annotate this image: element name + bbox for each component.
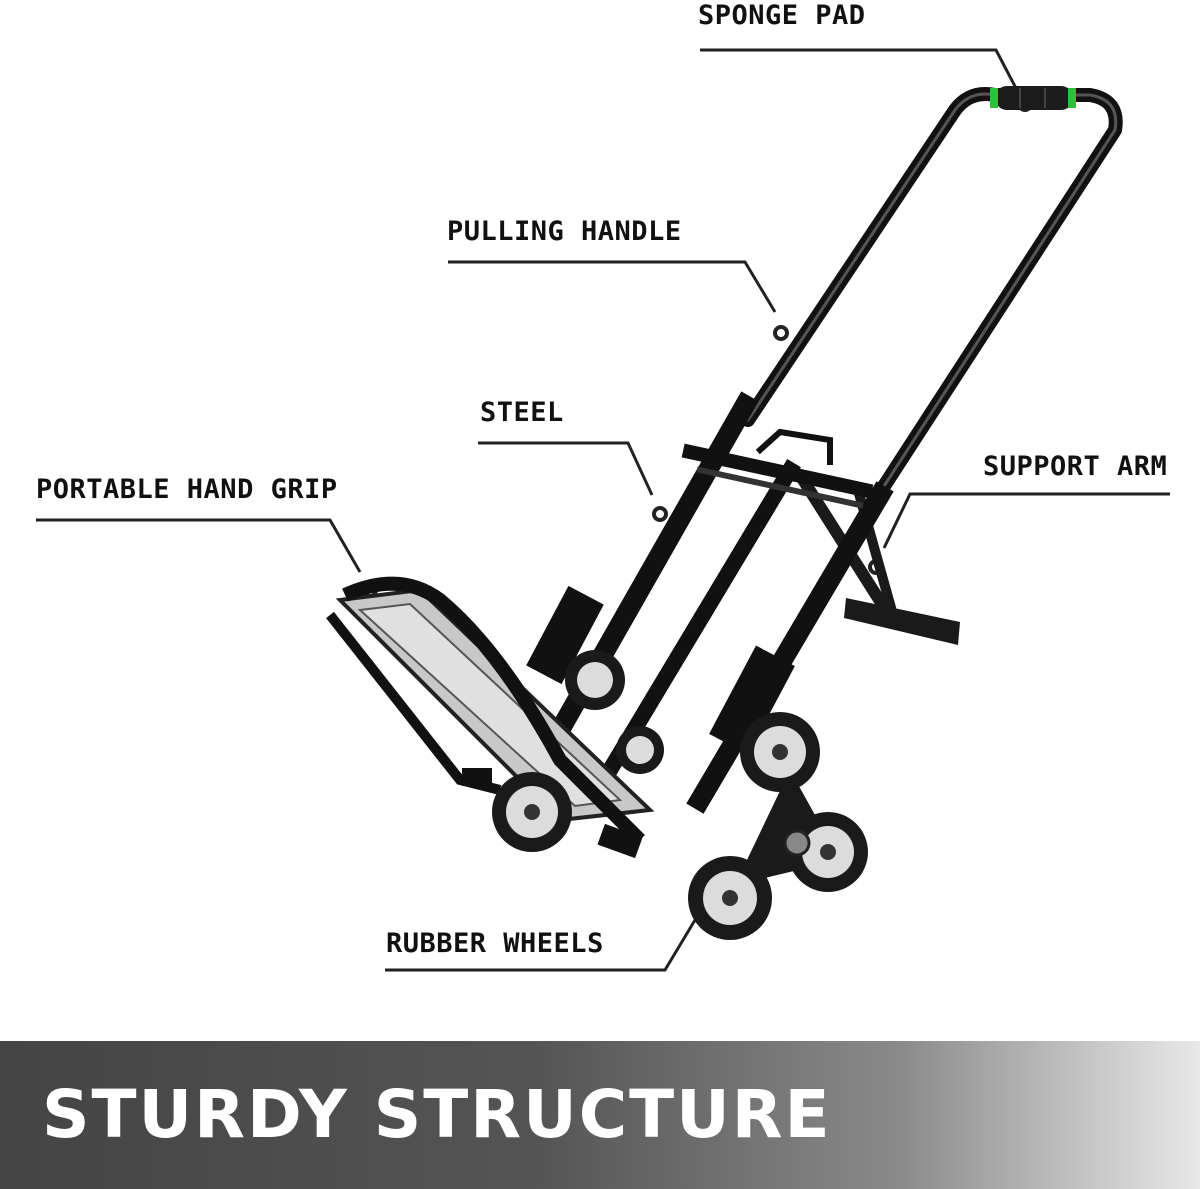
sponge-pad-leader (700, 48, 1020, 93)
pulling-handle-leader (448, 260, 777, 313)
nose-plate (326, 576, 655, 859)
support-arm-leader (882, 492, 1170, 549)
sponge-pad (990, 86, 1076, 110)
rubber-wheels-leader (385, 919, 697, 972)
hand-truck-drawing (36, 48, 1170, 972)
steel-label: STEEL (480, 397, 564, 428)
callout-lines (36, 48, 1170, 972)
tri-wheel-cluster (688, 712, 868, 940)
callout-dots (362, 96, 1033, 598)
right-bracket (709, 645, 795, 755)
pulling-handle (741, 87, 1123, 507)
steel-leader (478, 441, 654, 496)
rubber-wheels-label: RUBBER WHEELS (386, 928, 604, 959)
sponge-pad-label: SPONGE PAD (698, 0, 866, 31)
banner-title: STURDY STRUCTURE (42, 1076, 832, 1153)
pulling-handle-label: PULLING HANDLE (447, 216, 682, 247)
rubber-wheels (492, 650, 868, 940)
left-wheel (492, 772, 572, 852)
portable-hand-grip-label: PORTABLE HAND GRIP (36, 474, 338, 505)
left-bracket (526, 585, 604, 685)
back-middle-wheel (616, 726, 664, 774)
portable-hand-grip-leader (36, 518, 362, 573)
support-arm-label: SUPPORT ARM (983, 451, 1168, 482)
feature-banner: STURDY STRUCTURE (0, 1041, 1200, 1189)
main-frame (546, 391, 894, 814)
back-left-wheel (565, 650, 625, 710)
